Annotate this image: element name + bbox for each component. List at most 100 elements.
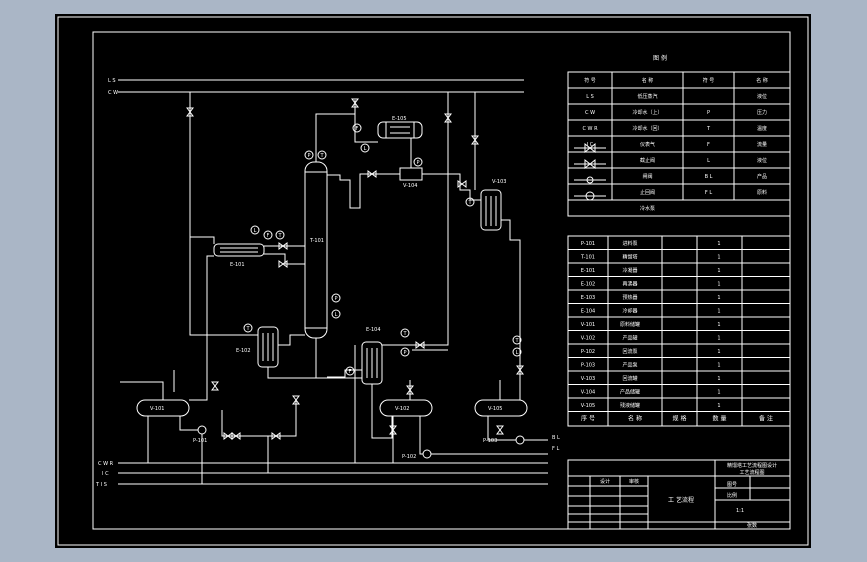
equipment-qty: 1: [717, 309, 720, 315]
utility-label-ic: I C: [102, 471, 109, 477]
instrument-tag: P: [416, 160, 419, 166]
equipment-code: V-104: [581, 390, 595, 396]
title-block-label-check: 审核: [629, 478, 639, 485]
legend-cell: 液位: [757, 93, 767, 100]
valve-symbol: [457, 180, 467, 188]
instrument-bubble: [465, 197, 475, 207]
instrument-bubble: [400, 328, 410, 338]
legend-header-cell: 符 号: [584, 77, 596, 84]
equipment-code: E-102: [581, 282, 596, 288]
equipment-code: V-105: [581, 403, 595, 409]
equipment-name: 再沸器: [622, 281, 637, 288]
legend-cell: 温度: [757, 125, 767, 132]
legend-cell: F: [707, 142, 710, 148]
instrument-bubble: [243, 323, 253, 333]
instrument-bubble: [512, 335, 522, 345]
instrument-tag: T: [514, 338, 519, 344]
legend-cell: 压力: [757, 109, 767, 116]
equipment-footer-cell: 名 称: [628, 415, 642, 423]
utility-lines: L S C W C W R I C T I S B L F L: [95, 78, 560, 488]
title-block-label-sheets: 张数: [747, 522, 757, 529]
equipment-qty: 1: [717, 295, 720, 301]
instrument-tag: T: [467, 200, 472, 206]
instrument-bubble: [400, 347, 410, 357]
instrument-bubble: [512, 347, 522, 357]
equipment-code: P-103: [581, 363, 595, 369]
tag-pump-1: P-101: [193, 438, 207, 444]
valve-symbol: [292, 395, 300, 405]
instrument-tag: F: [267, 233, 270, 239]
valve-symbol: [278, 260, 288, 268]
tag-reboiler: E-102: [236, 348, 251, 354]
equipment-qty: 1: [717, 363, 720, 369]
legend-cell: 冷却水（回）: [632, 125, 662, 132]
equipment-code: V-103: [581, 376, 595, 382]
utility-label-tis: T I S: [95, 482, 107, 488]
instrument-tag: P: [307, 153, 310, 159]
utility-label-cw: C W: [108, 90, 118, 96]
title-block-project: 精馏塔工艺流程图设计: [727, 462, 777, 469]
instrument-tag: P: [334, 296, 337, 302]
instrument-bubble: [304, 150, 314, 160]
equipment-qty: 1: [717, 322, 720, 328]
legend-cell: C W: [585, 110, 595, 116]
legend-cell: P: [707, 110, 710, 116]
instrument-tag: T: [402, 331, 407, 337]
utility-label-cwr: C W R: [98, 461, 114, 467]
title-block-scale: 1:1: [736, 508, 744, 514]
valve-symbol: [271, 432, 281, 440]
valve-symbol: [231, 432, 241, 440]
legend-cell: 闸阀: [642, 173, 652, 180]
title-block-label-no: 图号: [727, 482, 737, 488]
legend-cell: 冷却水（上）: [632, 109, 662, 116]
equipment-name: 产品储罐: [620, 389, 640, 396]
instrument-bubble: [331, 309, 341, 319]
valve-symbol: [389, 425, 397, 435]
instrument-tag: T: [245, 326, 250, 332]
tank-3: [474, 399, 528, 417]
tag-tank-1: V-101: [150, 406, 164, 412]
utility-label-fl: F L: [552, 446, 559, 452]
tag-reflux-drum: V-104: [403, 183, 417, 189]
legend-valve-symbol: [584, 158, 596, 170]
valve-symbol: [471, 135, 479, 145]
tank-2: [379, 399, 433, 417]
tag-column: T-101: [309, 238, 324, 244]
title-block-drawing: 工 艺流程: [668, 496, 694, 504]
instrument-bubble: [360, 143, 370, 153]
equipment-code: V-102: [581, 336, 595, 342]
equipment-name: 冷却器: [622, 308, 637, 315]
legend-cell: 截止阀: [640, 157, 655, 164]
sheet-outer-border: [57, 16, 809, 546]
valve-symbol: [444, 113, 452, 123]
equipment-footer-cell: 序 号: [581, 415, 595, 423]
legend-title: 图 例: [653, 54, 667, 62]
legend-cell: 仪表气: [640, 141, 655, 148]
equipment-qty: 1: [717, 403, 720, 409]
instrument-tag: F: [356, 126, 359, 132]
valve-symbol: [211, 381, 219, 391]
equipment-name: 预热器: [622, 294, 637, 301]
equipment-qty: 1: [717, 390, 720, 396]
legend-cell: B L: [705, 174, 713, 180]
legend-cell: I C: [587, 142, 594, 148]
legend-cell: 流量: [757, 141, 767, 148]
legend-check-symbol: [586, 176, 594, 184]
valve-symbol: [516, 365, 524, 375]
instrument-bubble: [352, 123, 362, 133]
valve-symbol: [351, 98, 359, 108]
accumulator: [480, 189, 502, 231]
valve-symbol: [186, 107, 194, 117]
legend-pump-symbol: [585, 191, 595, 201]
equipment-name: 回流泵: [622, 348, 637, 355]
legend-cell: 冷水泵: [640, 205, 655, 212]
preheater: [213, 243, 265, 257]
valve-symbol: [367, 170, 377, 178]
valve-symbol: [406, 385, 414, 395]
utility-label-ls: L S: [108, 78, 116, 84]
instrument-tag: L: [335, 312, 338, 318]
legend-header-cell: 名 称: [642, 77, 654, 84]
equipment-code: E-103: [581, 295, 596, 301]
tag-cooler: E-104: [366, 327, 381, 333]
